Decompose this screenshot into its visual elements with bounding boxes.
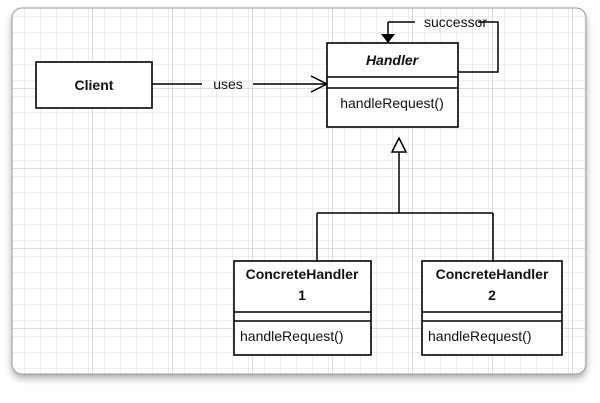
handler-class: Handler handleRequest() [326,42,459,128]
uses-label: uses [213,76,243,92]
inheritance-connector [316,136,494,261]
uses-association: uses [152,75,329,93]
concrete-handler-1-class: ConcreteHandler 1 handleRequest() [233,260,372,356]
filled-arrowhead [381,34,395,43]
concrete-handler-1-name: ConcreteHandler [246,266,359,282]
concrete-handler-1-method: handleRequest() [240,328,344,344]
client-class: Client [35,61,153,109]
successor-association: successor [381,14,499,73]
client-label: Client [75,77,114,93]
concrete-handler-2-class: ConcreteHandler 2 handleRequest() [421,260,563,356]
concrete-handler-2-name: ConcreteHandler [436,266,549,282]
handler-name: Handler [366,52,420,68]
concrete-handler-1-number: 1 [298,287,306,303]
successor-label: successor [424,14,487,30]
handler-method: handleRequest() [340,95,444,111]
concrete-handler-2-number: 2 [488,287,496,303]
concrete-handler-2-method: handleRequest() [428,328,532,344]
